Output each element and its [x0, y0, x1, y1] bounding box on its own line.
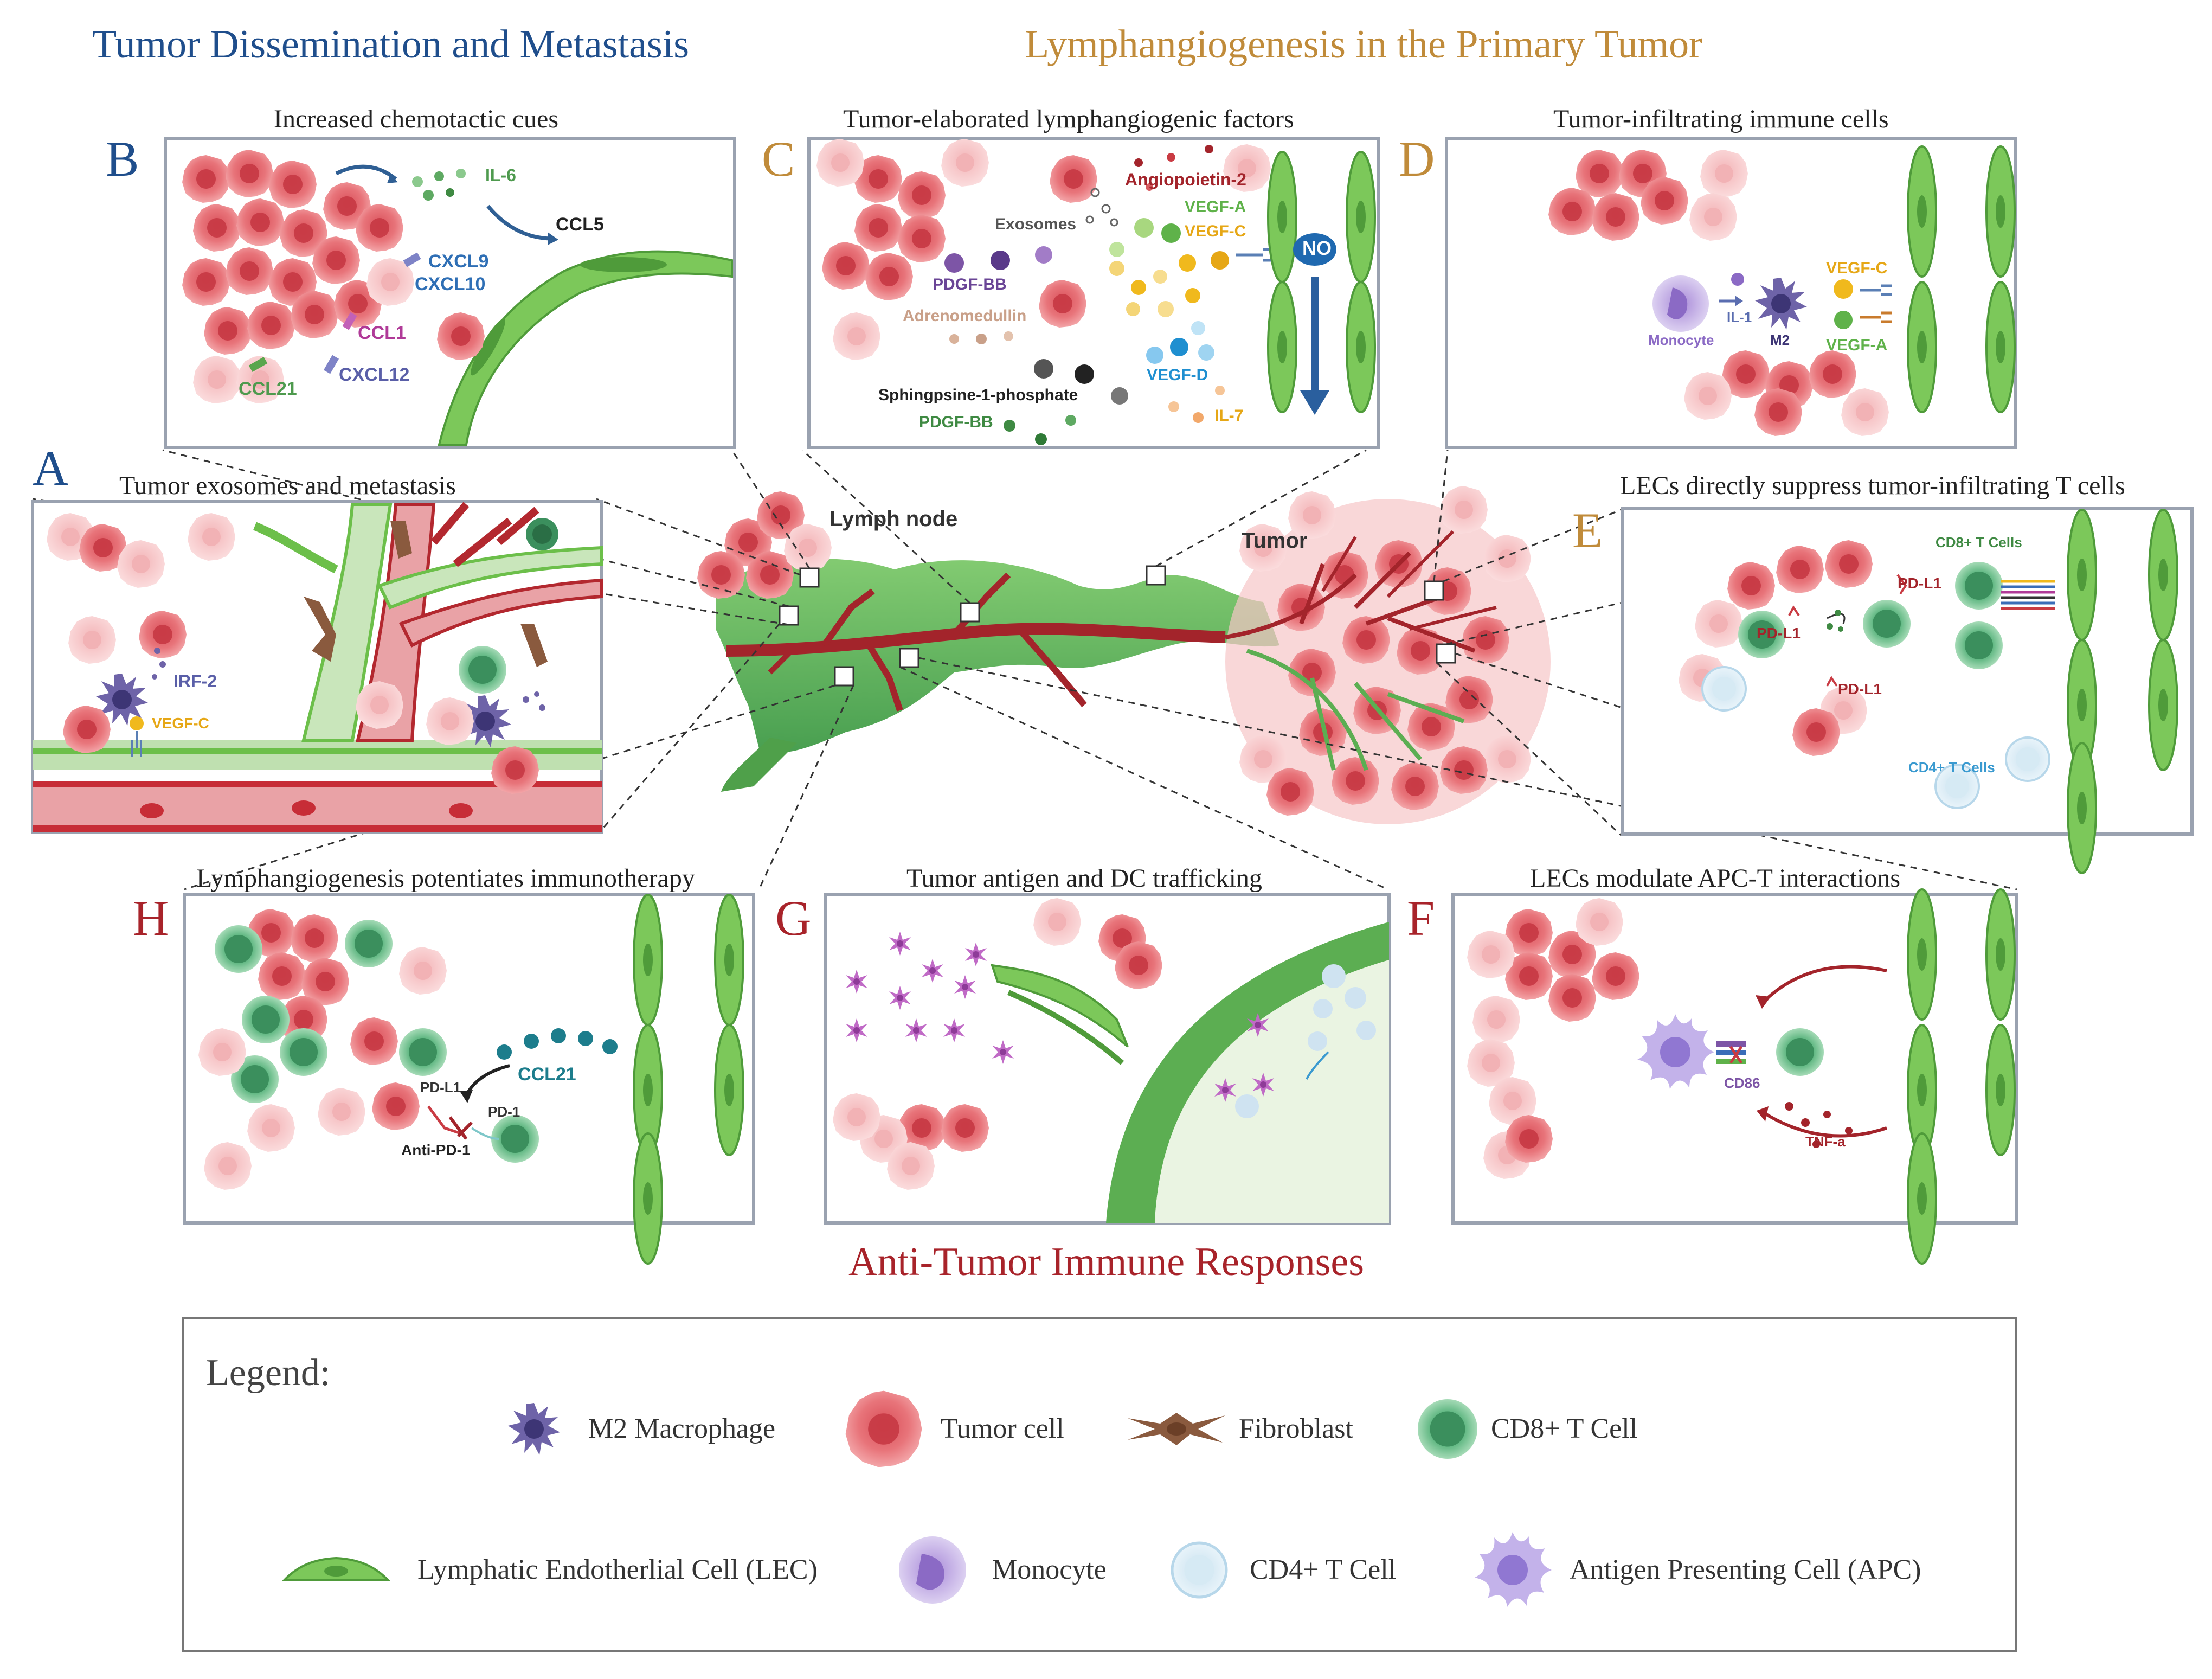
label-cxcl12: CXCL12 — [339, 364, 410, 385]
label-pdl1-e1: PD-L1 — [1898, 575, 1941, 592]
panel-letter-f: F — [1407, 890, 1435, 946]
panel-title-h: Lymphangiogenesis potentiates immunother… — [196, 864, 695, 893]
label-pdl1-e3: PD-L1 — [1838, 681, 1882, 697]
label-cd8-cells: CD8+ T Cells — [1935, 534, 2022, 550]
legend-label-cd8: CD8+ T Cell — [1491, 1413, 1638, 1444]
label-angiopoietin2: Angiopoietin-2 — [1125, 170, 1246, 189]
panel-c-art — [816, 139, 1376, 445]
legend-box — [182, 1317, 2017, 1652]
label-tnfa: TNF-a — [1805, 1133, 1846, 1150]
label-il7: IL-7 — [1214, 407, 1244, 425]
label-vegfc-a: VEGF-C — [152, 715, 209, 732]
label-pd1-h: PD-1 — [488, 1104, 520, 1120]
primary-tumor-mass — [1225, 486, 1551, 824]
label-cd86: CD86 — [1724, 1075, 1760, 1091]
panel-title-b: Increased chemotactic cues — [274, 105, 559, 133]
label-adrenomedullin: Adrenomedullin — [903, 307, 1027, 325]
label-s1p: Sphingpsine-1-phosphate — [878, 386, 1078, 404]
central-schematic — [32, 449, 2017, 890]
label-anti-pd1: Anti-PD-1 — [401, 1142, 471, 1158]
legend-label-apc: Antigen Presenting Cell (APC) — [1570, 1554, 1921, 1585]
legend-label-monocyte: Monocyte — [992, 1554, 1107, 1585]
panel-e-art — [1679, 509, 2178, 874]
label-exosomes: Exosomes — [995, 215, 1077, 233]
label-vegfc-c: VEGF-C — [1185, 222, 1246, 240]
panel-letter-c: C — [762, 131, 795, 187]
panel-a-art — [33, 502, 603, 832]
label-irf2: IRF-2 — [173, 671, 217, 691]
tumor-label: Tumor — [1242, 529, 1308, 553]
label-pdgfbb-1: PDGF-BB — [933, 275, 1007, 293]
panel-f-art — [1467, 888, 2016, 1265]
legend-label-cd4: CD4+ T Cell — [1250, 1554, 1397, 1585]
panel-title-c: Tumor-elaborated lymphangiogenic factors — [843, 105, 1294, 133]
panel-g-art — [833, 898, 1389, 1223]
legend-label-lec: Lymphatic Endotherlial Cell (LEC) — [417, 1554, 818, 1585]
panel-title-f: LECs modulate APC-T interactions — [1530, 864, 1901, 893]
label-ccl21-b: CCL21 — [239, 379, 297, 399]
lymph-node-label: Lymph node — [829, 507, 958, 531]
panel-title-g: Tumor antigen and DC trafficking — [906, 864, 1262, 893]
label-cd4-cells: CD4+ T Cells — [1908, 759, 1995, 776]
label-pdgfbb-2: PDGF-BB — [919, 413, 993, 431]
label-cxcl10: CXCL10 — [415, 274, 486, 294]
panel-title-e: LECs directly suppress tumor-infiltratin… — [1620, 471, 2125, 500]
panel-letter-a: A — [33, 440, 69, 496]
label-vegfa-c: VEGF-A — [1185, 198, 1246, 216]
label-il6: IL-6 — [485, 165, 516, 185]
label-monocyte: Monocyte — [1648, 332, 1714, 348]
panel-b-art — [182, 150, 733, 446]
label-pdl1-h: PD-L1 — [420, 1079, 461, 1095]
label-no: NO — [1302, 237, 1332, 259]
label-vegfd: VEGF-D — [1147, 366, 1208, 384]
panel-letter-b: B — [106, 131, 139, 187]
legend-title: Legend: — [206, 1352, 331, 1394]
label-il1: IL-1 — [1727, 309, 1752, 325]
legend-label-m2: M2 Macrophage — [588, 1413, 776, 1444]
label-cxcl9: CXCL9 — [428, 251, 489, 272]
label-vegfa-d: VEGF-A — [1826, 336, 1888, 354]
panel-title-a: Tumor exosomes and metastasis — [119, 471, 456, 500]
panel-letter-d: D — [1399, 131, 1435, 187]
panel-letter-e: E — [1572, 503, 1603, 558]
label-vegfc-d: VEGF-C — [1826, 259, 1888, 277]
label-ccl1: CCL1 — [358, 323, 406, 343]
section-title-center: Lymphangiogenesis in the Primary Tumor — [1025, 22, 1702, 67]
panel-letter-g: G — [775, 890, 812, 946]
label-ccl21-h: CCL21 — [518, 1064, 576, 1085]
panel-letter-h: H — [133, 890, 169, 946]
panel-h-art — [198, 894, 744, 1265]
section-title-left: Tumor Dissemination and Metastasis — [92, 22, 690, 67]
panel-title-d: Tumor-infiltrating immune cells — [1553, 105, 1889, 133]
legend-label-fibroblast: Fibroblast — [1239, 1413, 1353, 1444]
label-m2: M2 — [1770, 332, 1790, 348]
label-pdl1-e2: PD-L1 — [1757, 625, 1801, 642]
section-title-bottom: Anti-Tumor Immune Responses — [848, 1240, 1365, 1284]
legend-label-tumor: Tumor cell — [941, 1413, 1064, 1444]
label-ccl5: CCL5 — [556, 214, 604, 235]
legend-icons — [282, 1390, 1552, 1607]
panel-d-art — [1548, 145, 2016, 436]
